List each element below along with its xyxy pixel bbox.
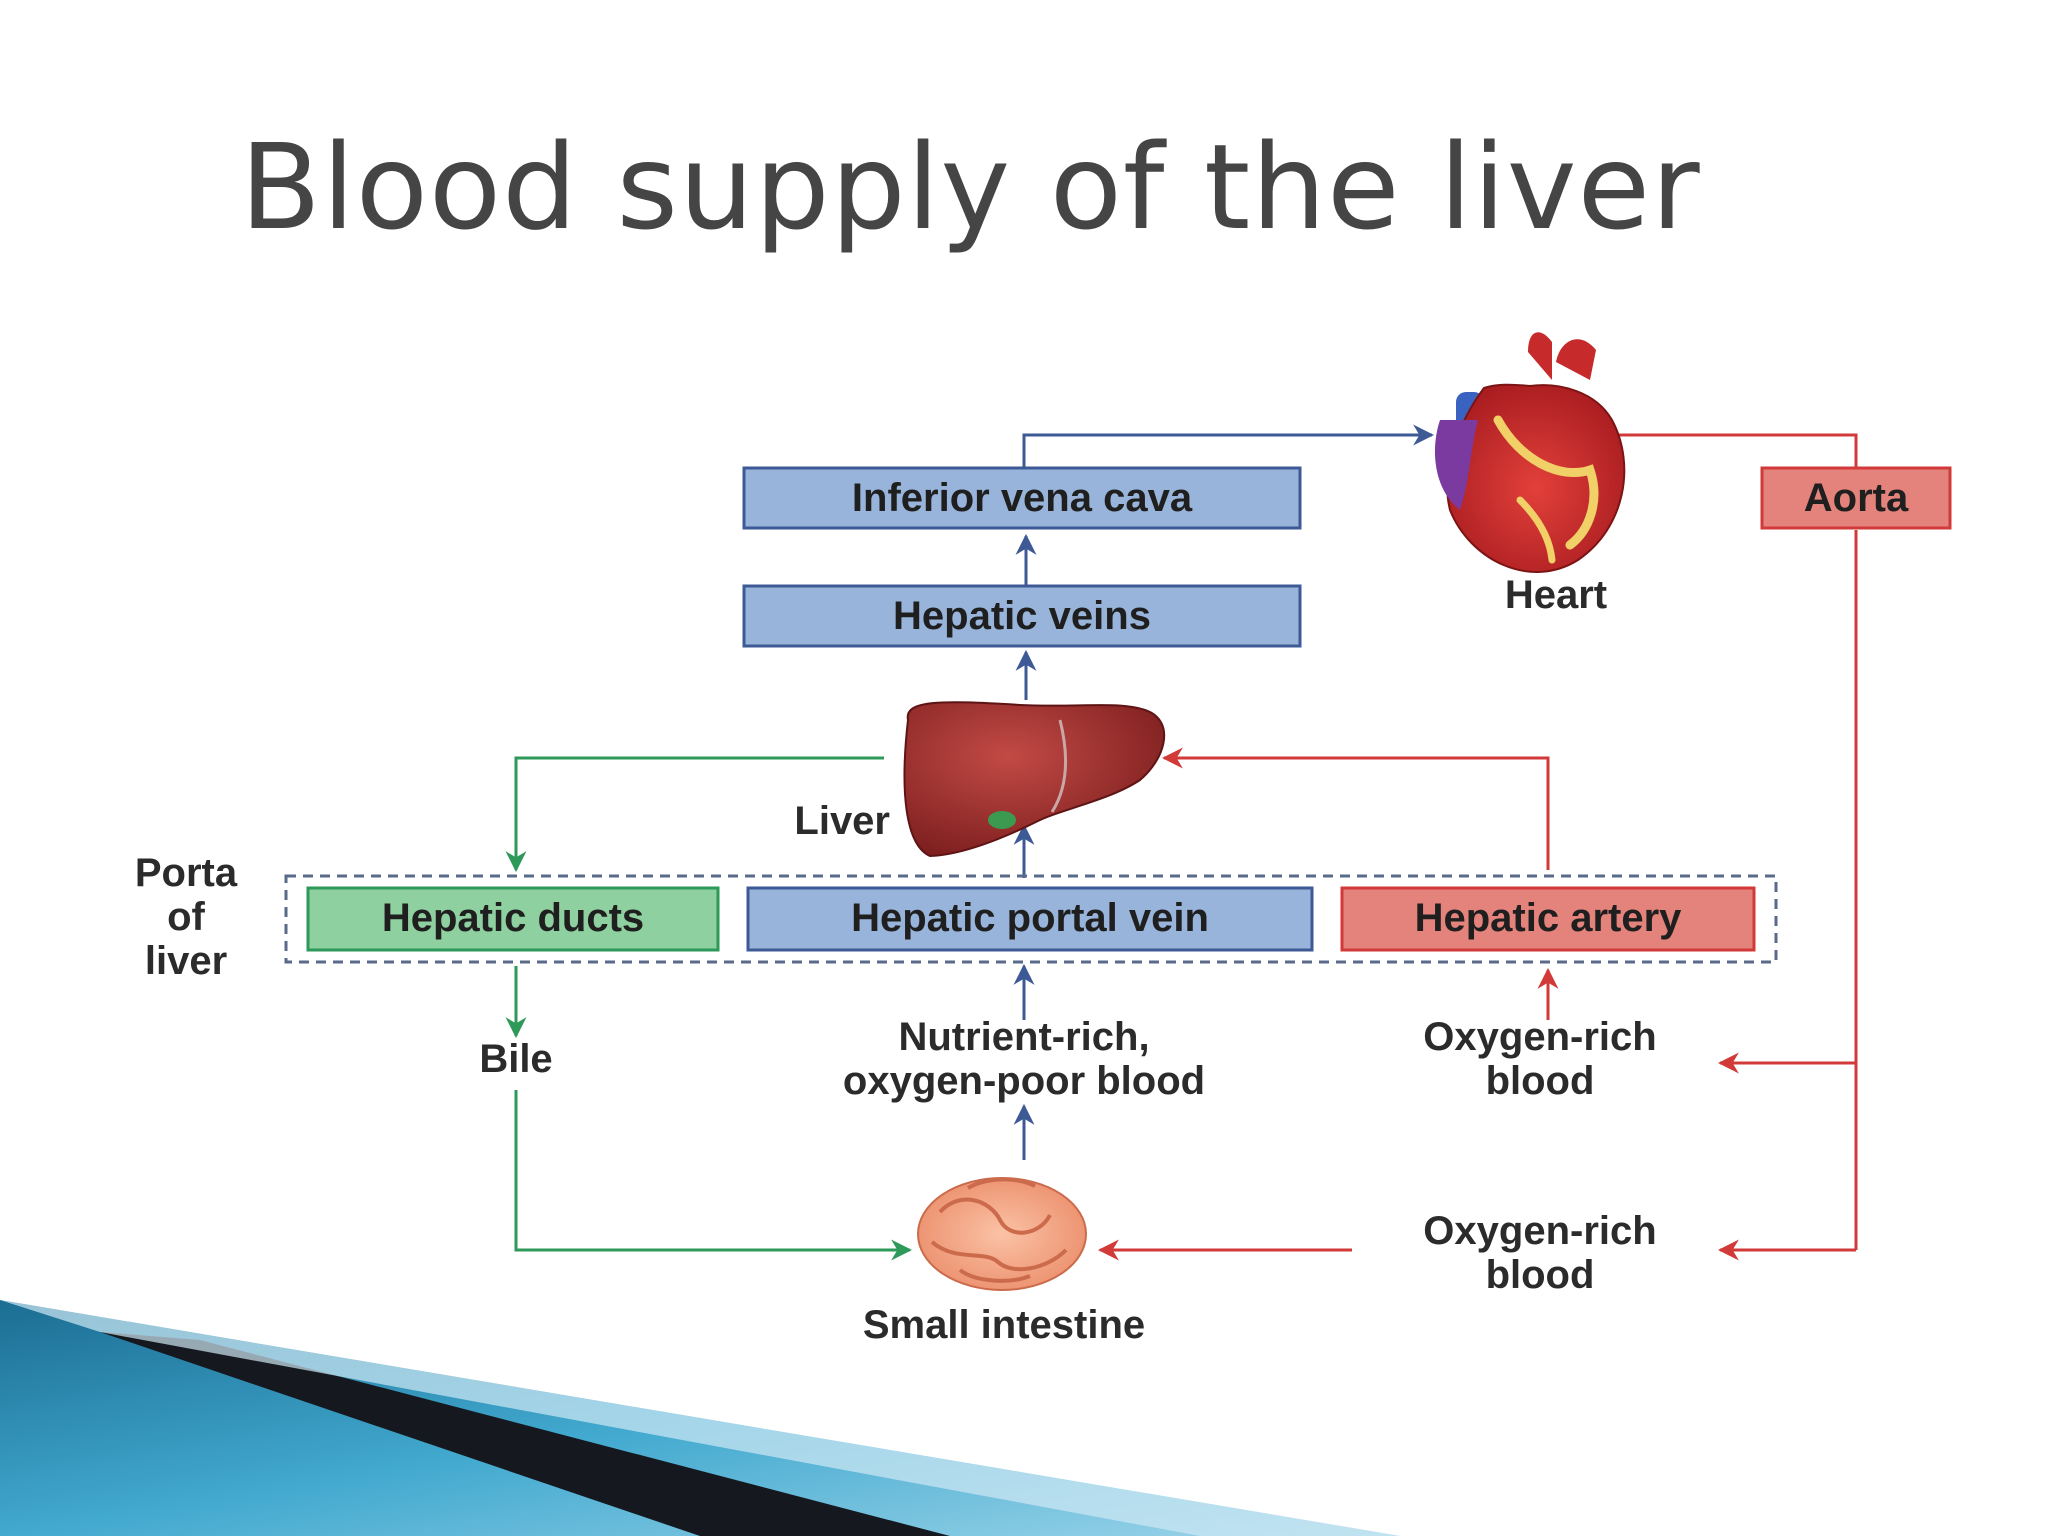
nutrient-rich-blood-label: Nutrient-rich, oxygen-poor blood xyxy=(843,1015,1205,1103)
inferior-vena-cava-label: Inferior vena cava xyxy=(852,476,1193,520)
hepatic-veins-label: Hepatic veins xyxy=(893,594,1151,638)
hepatic-artery-box: Hepatic artery xyxy=(1340,886,1756,952)
porta-label-line1: Porta xyxy=(135,851,238,895)
small-intestine-icon xyxy=(917,1177,1087,1291)
porta-of-liver-label: Porta of liver xyxy=(135,851,238,983)
hepatic-ducts-label: Hepatic ducts xyxy=(382,896,644,940)
oxygen-rich-blood-upper-label: Oxygen-rich blood xyxy=(1423,1015,1656,1103)
small-intestine-label: Small intestine xyxy=(863,1303,1145,1347)
hepatic-portal-vein-label: Hepatic portal vein xyxy=(851,896,1209,940)
aorta-box: Aorta xyxy=(1760,466,1952,530)
nutrient-label-line1: Nutrient-rich, xyxy=(898,1015,1149,1059)
porta-label-line2: of xyxy=(167,895,205,939)
liver-label: Liver xyxy=(794,799,890,843)
oxygen-rich-blood-lower-label: Oxygen-rich blood xyxy=(1423,1209,1656,1297)
oxy1-label-line1: Oxygen-rich xyxy=(1423,1015,1656,1059)
porta-of-liver-region xyxy=(284,874,1778,964)
heart-to-aorta-line xyxy=(1618,433,1858,468)
oxy1-label-line2: blood xyxy=(1486,1059,1595,1103)
oxy2-label-line1: Oxygen-rich xyxy=(1423,1209,1656,1253)
slide-title: Blood supply of the liver xyxy=(240,118,1701,256)
inferior-vena-cava-box: Inferior vena cava xyxy=(742,466,1302,530)
bile-to-intestine-arrow xyxy=(514,1090,913,1261)
liver-to-hepatic-ducts-arrow xyxy=(505,756,884,873)
hepatic-portal-vein-box: Hepatic portal vein xyxy=(746,886,1314,952)
hepatic-ducts-box: Hepatic ducts xyxy=(306,886,720,952)
aorta-label: Aorta xyxy=(1804,476,1909,520)
heart-icon xyxy=(1434,332,1626,573)
heart-label: Heart xyxy=(1505,573,1607,617)
nutrient-label-line2: oxygen-poor blood xyxy=(843,1059,1205,1103)
hepatic-artery-to-liver-arrow xyxy=(1161,747,1550,870)
oxy2-label-line2: blood xyxy=(1486,1253,1595,1297)
porta-label-line3: liver xyxy=(145,939,227,983)
liver-icon xyxy=(903,701,1166,858)
hepatic-artery-label: Hepatic artery xyxy=(1415,896,1683,940)
bile-label: Bile xyxy=(479,1037,552,1081)
hepatic-veins-box: Hepatic veins xyxy=(742,584,1302,648)
